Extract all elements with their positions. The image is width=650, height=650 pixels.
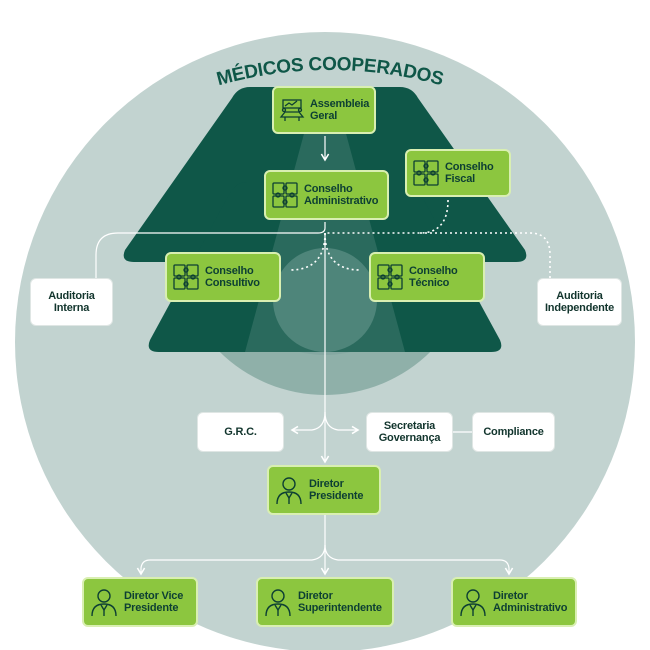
diretor-superintendente-label: Diretor Superintendente	[298, 590, 382, 614]
diretor-vice-presidente-label: Diretor Vice Presidente	[124, 590, 184, 614]
conselho-fiscal-box[interactable]: Conselho Fiscal	[405, 149, 511, 197]
person-icon	[276, 477, 302, 505]
person-icon	[460, 589, 486, 617]
person-icon	[265, 589, 291, 617]
grc-box[interactable]: G.R.C.	[197, 412, 284, 452]
secretaria-governanca-label: Secretaria Governança	[378, 420, 441, 444]
conselho-administrativo-box[interactable]: Conselho Administrativo	[264, 170, 389, 220]
grc-label: G.R.C.	[224, 426, 257, 438]
auditoria-interna-label: Auditoria Interna	[48, 290, 95, 314]
compliance-label: Compliance	[483, 426, 544, 438]
secretaria-governanca-box[interactable]: Secretaria Governança	[366, 412, 453, 452]
diretor-superintendente-box[interactable]: Diretor Superintendente	[256, 577, 394, 627]
puzzle-icon	[413, 160, 439, 186]
puzzle-icon	[173, 264, 199, 290]
conselho-tecnico-label: Conselho Técnico	[409, 265, 458, 289]
conselho-administrativo-label: Conselho Administrativo	[304, 183, 379, 207]
assembleia-geral-label: Assembleia Geral	[310, 98, 370, 122]
svg-text:MÉDICOS COOPERADOS: MÉDICOS COOPERADOS	[215, 54, 445, 90]
auditoria-interna-box[interactable]: Auditoria Interna	[30, 278, 113, 326]
puzzle-icon	[377, 264, 403, 290]
diretor-presidente-label: Diretor Presidente	[309, 478, 364, 502]
meeting-table-icon	[279, 99, 305, 121]
conselho-tecnico-box[interactable]: Conselho Técnico	[369, 252, 485, 302]
conselho-consultivo-box[interactable]: Conselho Consultivo	[165, 252, 281, 302]
diretor-presidente-box[interactable]: Diretor Presidente	[267, 465, 381, 515]
auditoria-independente-box[interactable]: Auditoria Independente	[537, 278, 622, 326]
page-title: MÉDICOS COOPERADOS	[215, 54, 445, 90]
puzzle-icon	[272, 182, 298, 208]
compliance-box[interactable]: Compliance	[472, 412, 555, 452]
title-arc: MÉDICOS COOPERADOS	[215, 54, 445, 90]
conselho-consultivo-label: Conselho Consultivo	[205, 265, 260, 289]
auditoria-independente-label: Auditoria Independente	[544, 290, 615, 314]
diretor-administrativo-box[interactable]: Diretor Administrativo	[451, 577, 577, 627]
diretor-administrativo-label: Diretor Administrativo	[493, 590, 568, 614]
assembleia-geral-box[interactable]: Assembleia Geral	[272, 86, 376, 134]
person-icon	[91, 589, 117, 617]
conselho-fiscal-label: Conselho Fiscal	[445, 161, 494, 185]
diretor-vice-presidente-box[interactable]: Diretor Vice Presidente	[82, 577, 198, 627]
